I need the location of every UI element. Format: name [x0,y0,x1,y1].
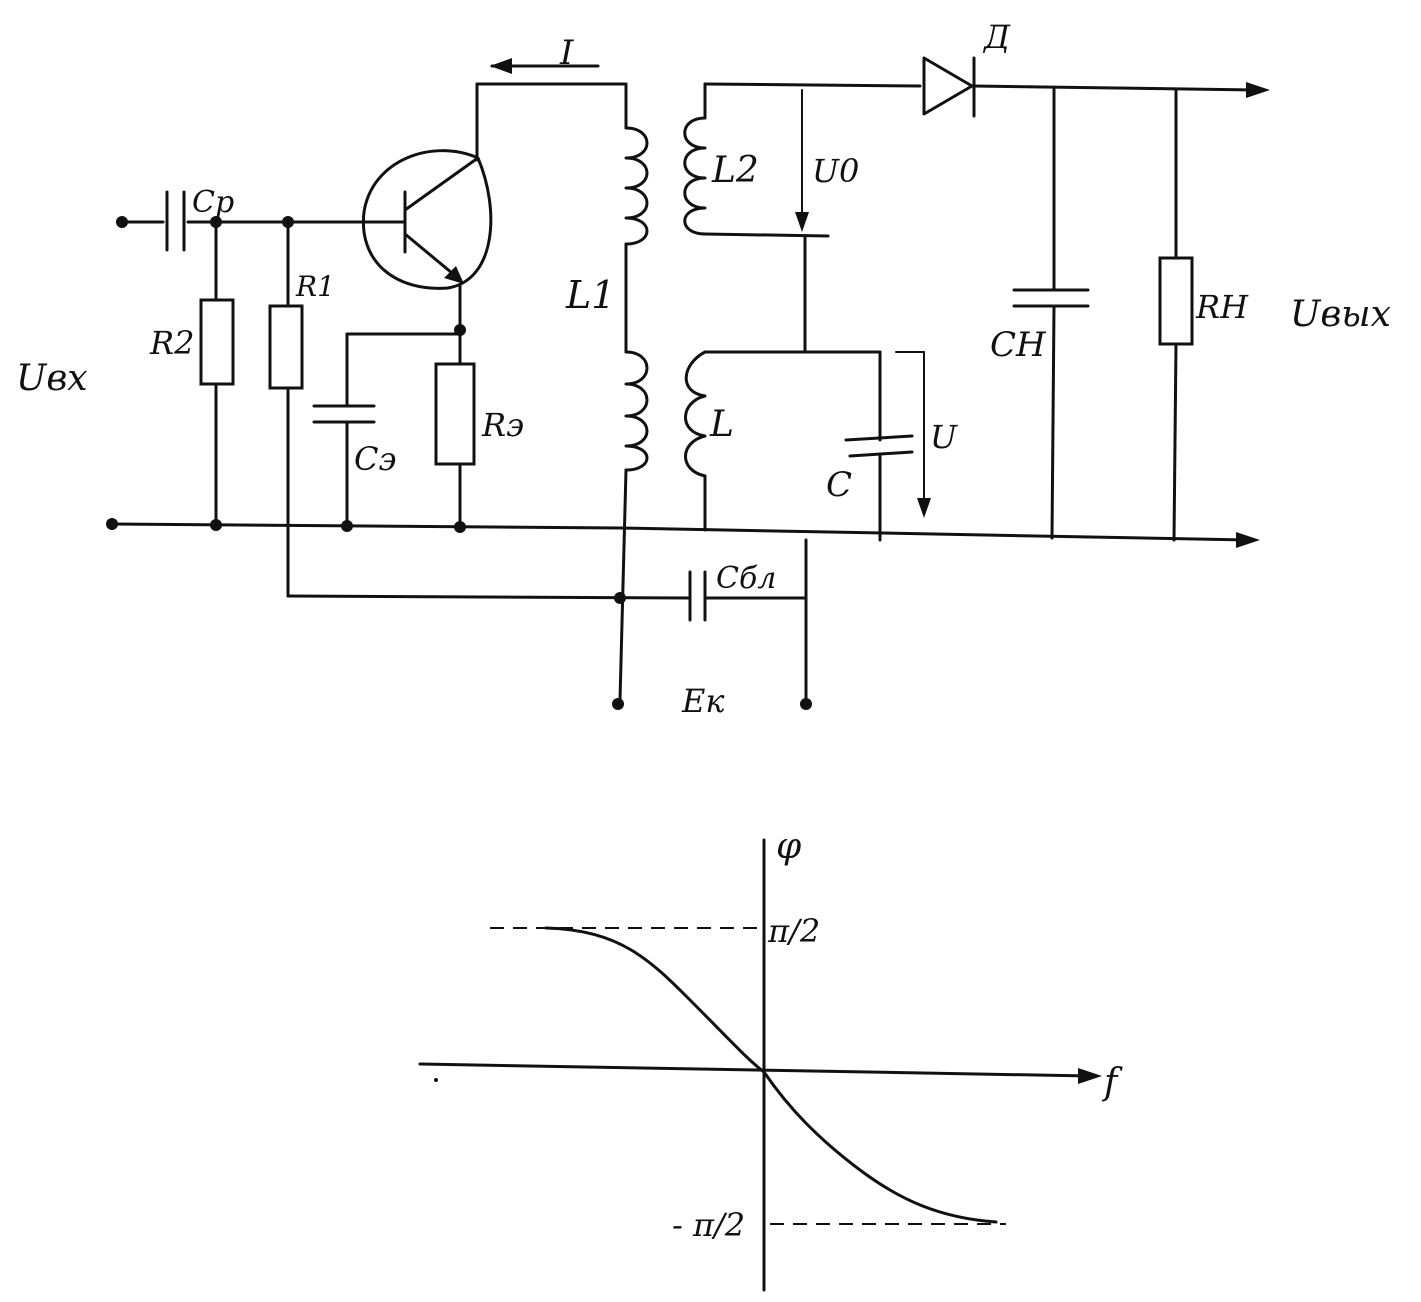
ground-output-arrowhead [1236,532,1260,548]
label-u0: U0 [812,152,859,190]
resistor-re [434,362,476,466]
junction-gnd-ce [341,520,353,532]
tank-capacitor-c [844,434,914,458]
inductor-l2 [683,116,707,236]
phase-curve [544,926,998,1224]
label-c: C [826,465,852,505]
junction-gnd-re [454,521,466,533]
blocking-capacitor-cbl [688,570,707,622]
emitter-capacitor-ce [312,404,376,424]
phase-response-plot: φ f π/2 - π/2 [418,826,1123,1292]
junction-gnd-r2 [210,519,222,531]
u-arrow [895,351,931,518]
l2-wire-bottom [703,232,830,238]
ground-line-left [110,522,622,530]
l1-wire-bottom [618,468,628,702]
label-cp: Cp [192,185,234,220]
plot-x-arrowhead [1078,1068,1102,1084]
label-re: Rэ [481,406,524,444]
rn-wire-bottom [1172,342,1178,542]
ek-terminal-left [612,698,624,710]
label-diode: Д [982,18,1011,56]
load-resistor-rn [1158,256,1194,346]
label-rn: RH [1195,288,1249,326]
u0-arrow [795,89,809,232]
ground-line-right [618,526,1250,542]
inductor-l1-lower [624,350,649,472]
inductor-l [684,350,707,478]
label-cn: CH [990,325,1047,365]
label-c-block: Cбл [716,561,776,596]
coupling-capacitor-cp [165,190,186,252]
label-l1: L1 [565,273,615,317]
plot-y-top-label: π/2 [767,912,820,950]
current-arrow [490,58,600,74]
label-ce: Cэ [354,440,396,478]
plot-x-axis [418,1062,1092,1078]
output-top-arrowhead [1246,82,1270,98]
resistor-r2 [199,298,235,386]
label-u-out: Uвых [1290,294,1391,335]
circuit-diagram: Cp R1 R2 Rэ Cэ I L1 L2 L U0 C U Д CH RH … [16,18,1391,720]
label-u-in: Uвх [16,358,88,399]
plot-y-bottom-label: - π/2 [672,1206,745,1244]
label-l2: L2 [711,150,759,191]
plot-x-label: f [1101,1062,1123,1103]
label-ek: Ек [681,682,725,720]
label-current: I [559,33,574,73]
top-output-wire-left [703,82,922,88]
diode [922,56,976,118]
plot-y-label: φ [776,826,802,867]
load-capacitor-cn [1012,288,1090,308]
resistor-r1 [268,304,304,390]
supply-wire [286,594,692,600]
plot-stray-dot [434,1078,438,1082]
inductor-l1-upper [624,126,649,246]
label-r2: R2 [149,324,194,362]
transistor [361,149,493,290]
ek-terminal-right [800,698,812,710]
label-u: U [930,418,958,456]
cn-wire-bottom [1050,304,1056,540]
label-r1: R1 [295,270,335,303]
label-l: L [709,404,734,445]
top-output-wire-right [972,84,1258,92]
